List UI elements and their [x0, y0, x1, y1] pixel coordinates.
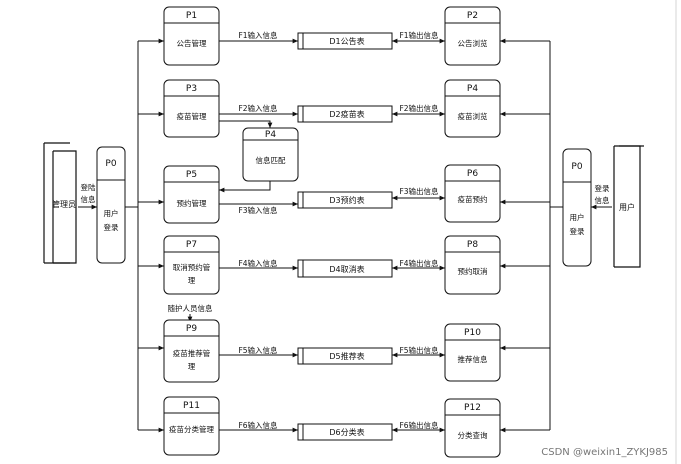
process-p12 — [444, 398, 501, 458]
p12-name: 分类查询 — [458, 430, 488, 440]
process-p6 — [444, 164, 501, 223]
process-p10 — [444, 323, 501, 382]
p0-left-name-line1: 用户 — [104, 208, 119, 218]
process-p1 — [163, 6, 220, 66]
flow-login-right-line1: 登录 — [595, 183, 610, 193]
flow-f6-in-label: F6输入信息 — [238, 420, 278, 430]
p4-right-name: 疫苗浏览 — [458, 111, 488, 121]
store-d6 — [297, 423, 393, 441]
process-p11 — [163, 396, 220, 456]
p6-id: P6 — [467, 169, 478, 179]
process-p4-right — [444, 79, 501, 138]
p9-id: P9 — [186, 324, 197, 334]
store-d4 — [297, 259, 393, 278]
store-d3 — [297, 191, 393, 209]
flow-f4-in-label: F4输入信息 — [238, 258, 278, 268]
p1-id: P1 — [186, 11, 197, 21]
store-d5 — [297, 347, 393, 365]
store-d4-label: D4取消表 — [329, 264, 364, 274]
p4-match-name: 信息匹配 — [256, 155, 286, 165]
flow-login-left-line2: 信息 — [81, 194, 96, 204]
flow-f1-in-label: F1输入信息 — [238, 30, 278, 40]
watermark: CSDN @weixin1_ZYKJ985 — [541, 447, 668, 458]
p4-match-id: P4 — [265, 130, 276, 140]
p5-name: 预约管理 — [177, 198, 207, 208]
process-p8 — [444, 235, 501, 295]
p11-id: P11 — [183, 401, 200, 411]
p7-name-line2: 理 — [188, 276, 196, 285]
p0-right-id: P0 — [571, 162, 582, 172]
p0-left-id: P0 — [105, 159, 116, 169]
p10-name: 推荐信息 — [458, 354, 488, 364]
entity-admin-label: 管理员 — [52, 199, 76, 209]
p5-id: P5 — [186, 170, 197, 180]
store-d5-label: D5推荐表 — [329, 351, 364, 361]
flow-login-right-line2: 信息 — [595, 195, 610, 205]
store-d2-label: D2疫苗表 — [329, 109, 364, 119]
p3-name: 疫苗管理 — [177, 111, 207, 121]
p10-id: P10 — [464, 328, 481, 338]
store-d1-label: D1公告表 — [329, 36, 364, 46]
process-p5 — [163, 165, 220, 224]
store-d6-label: D6分类表 — [329, 427, 364, 437]
flow-f2-in-label: F2输入信息 — [238, 103, 278, 113]
p12-id: P12 — [464, 403, 481, 413]
flow-f6-out-label: F6输出信息 — [399, 420, 439, 430]
flow-f4-out-label: F4输出信息 — [399, 258, 439, 268]
process-p4-match — [242, 127, 299, 182]
flow-p3-to-p4 — [219, 120, 273, 128]
p8-name: 预约取消 — [458, 266, 488, 276]
p0-right-name-line1: 用户 — [570, 212, 585, 222]
flow-login-left-line1: 登陆 — [81, 182, 96, 192]
p3-id: P3 — [186, 84, 197, 94]
entity-user — [613, 145, 644, 268]
p7-name-line1: 取消预约管 — [173, 262, 211, 272]
flow-f1-out-label: F1输出信息 — [399, 30, 439, 40]
store-d3-label: D3预约表 — [329, 195, 364, 205]
process-p0-left — [96, 146, 126, 264]
entity-admin — [43, 142, 77, 264]
p7-id: P7 — [186, 240, 197, 250]
flow-f3-out-label: F3输出信息 — [399, 186, 439, 196]
p1-name: 公告管理 — [177, 38, 207, 48]
p2-id: P2 — [467, 11, 478, 21]
p0-right-name-line2: 登录 — [570, 226, 585, 236]
flow-p4-to-p5 — [219, 181, 271, 193]
store-d2 — [297, 105, 393, 123]
p4-right-id: P4 — [467, 84, 478, 94]
p9-name-line1: 疫苗推荐管 — [173, 348, 211, 358]
p2-name: 公告浏览 — [458, 38, 488, 48]
p0-left-name-line2: 登录 — [104, 222, 119, 232]
process-p7 — [163, 235, 220, 295]
process-p0-right — [562, 148, 592, 267]
process-p3 — [163, 79, 220, 138]
p6-name: 疫苗预约 — [458, 194, 488, 204]
flow-f2-out-label: F2输出信息 — [399, 103, 439, 113]
store-d1 — [297, 32, 393, 50]
p8-id: P8 — [467, 240, 478, 250]
entity-user-label: 用户 — [619, 202, 635, 212]
p9-name-line2: 理 — [188, 362, 196, 371]
flow-f5-in-label: F5输入信息 — [238, 345, 278, 355]
flow-f5-out-label: F5输出信息 — [399, 345, 439, 355]
p11-name: 疫苗分类管理 — [169, 424, 214, 434]
flow-f3-in-label: F3输入信息 — [238, 205, 278, 215]
process-p2 — [444, 6, 501, 66]
flow-maintain-label: 随护人员信息 — [168, 303, 213, 313]
